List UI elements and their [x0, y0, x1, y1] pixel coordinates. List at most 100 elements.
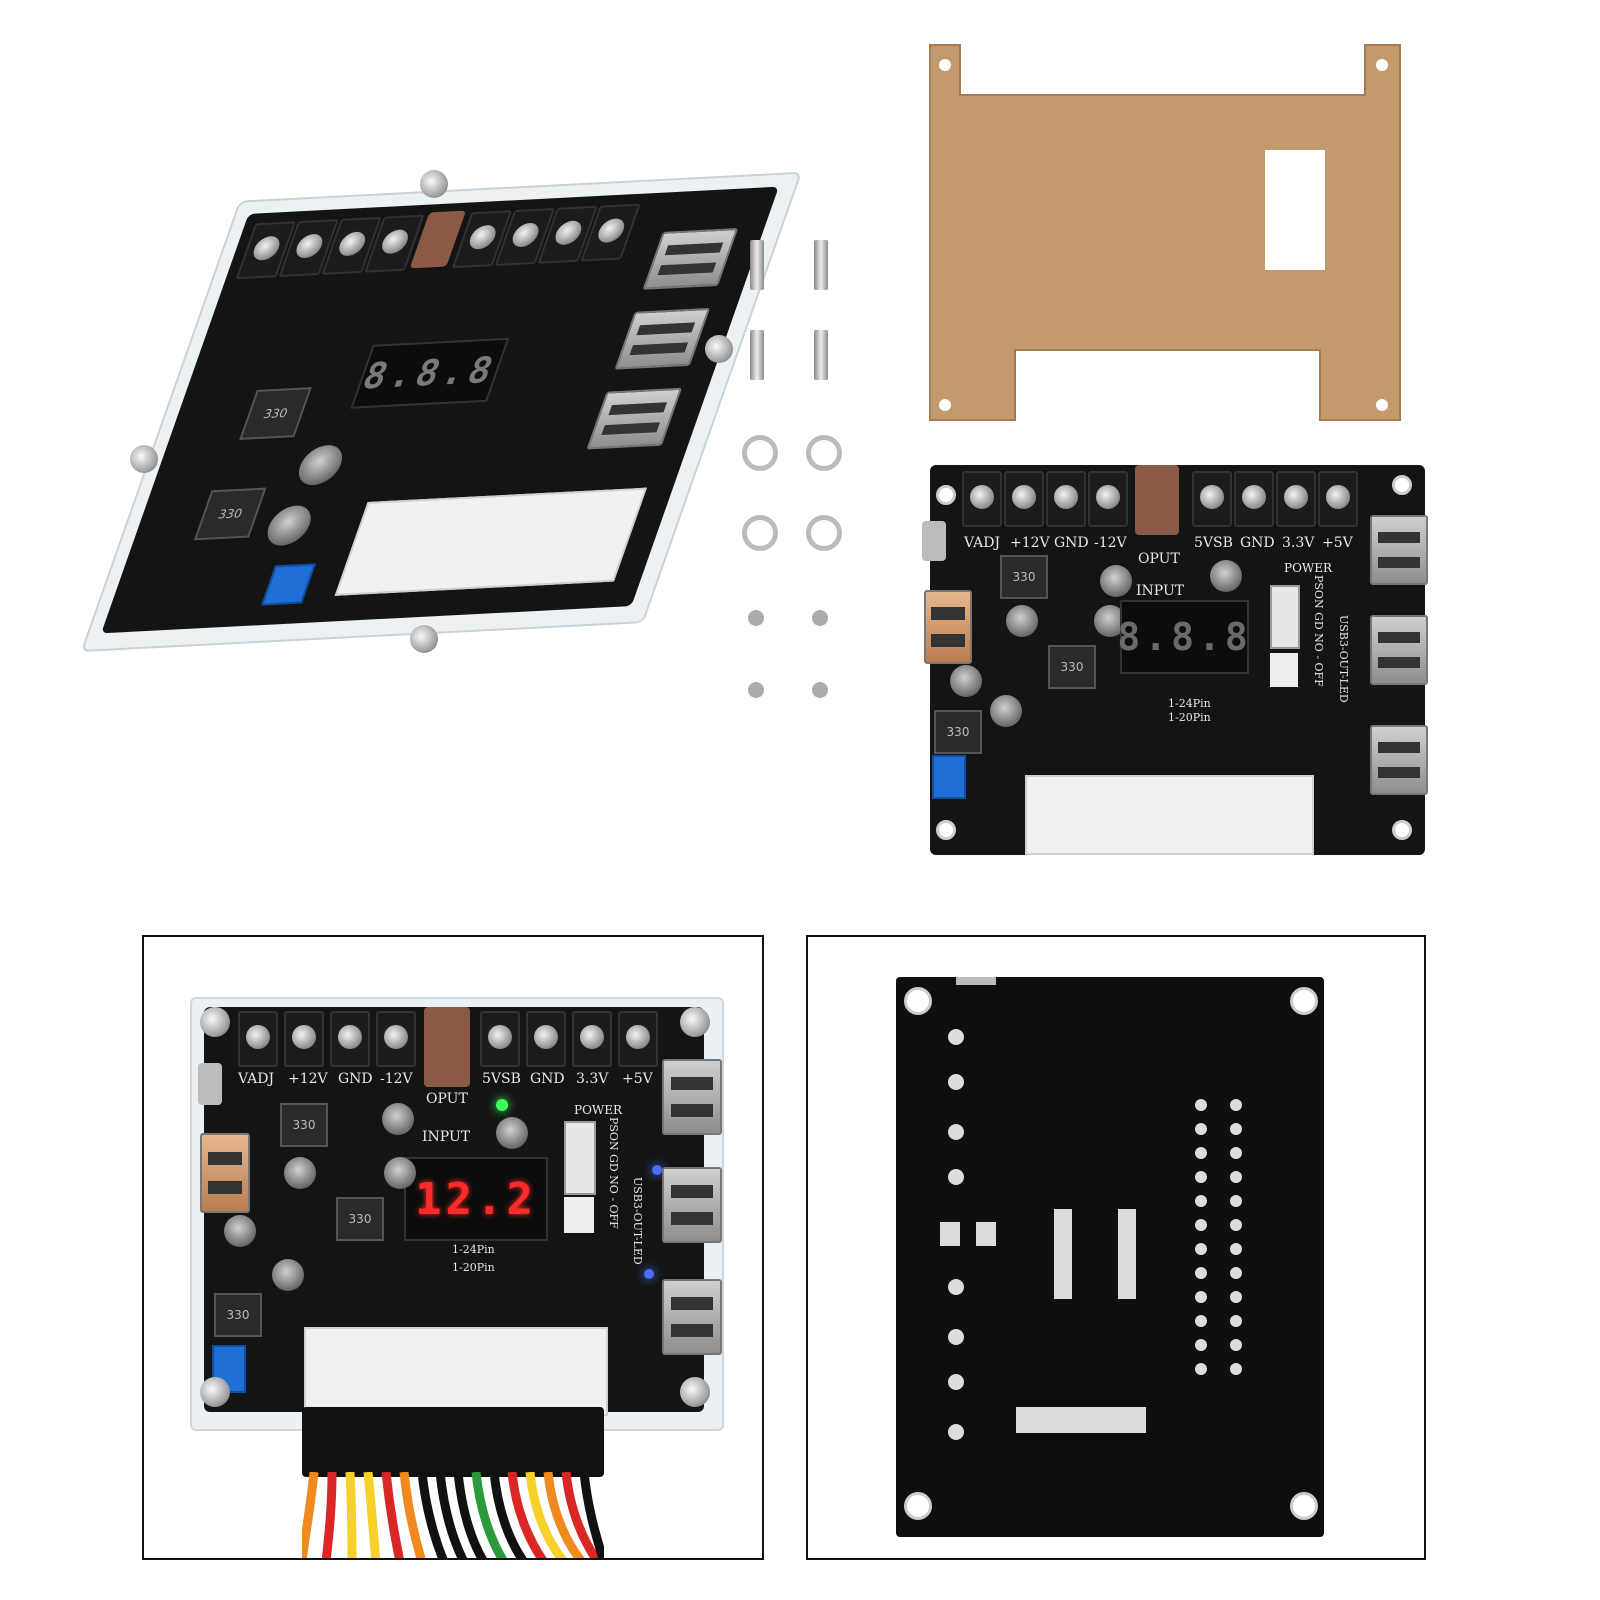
powered-board-frame: VADJ +12V GND -12V OPUT INPUT 5VSB GND 3… [142, 935, 764, 1560]
usb-c-port [922, 521, 946, 561]
usb-c-tab [956, 977, 996, 985]
angled-board-photo: 8.8.8 330 330 [80, 160, 803, 720]
label-3v3: 3.3V [1282, 535, 1315, 551]
capacitor [990, 695, 1022, 727]
label-5vsb: 5VSB [1194, 535, 1233, 551]
acrylic-cover-plate [929, 44, 1401, 421]
pad-strip [976, 1222, 996, 1246]
label-minus-12v: -12V [1094, 535, 1127, 551]
terminal [1276, 471, 1316, 527]
atx-cable-wires [302, 1472, 604, 1558]
label-switch: PSON GD NO - OFF [1312, 575, 1325, 687]
angled-board: 8.8.8 330 330 [80, 171, 803, 653]
wire [471, 1472, 507, 1558]
terminal [1004, 471, 1044, 527]
pad [1195, 1171, 1207, 1183]
standoff [814, 240, 828, 290]
corner-screw [200, 1007, 230, 1037]
usb-port [662, 1059, 722, 1135]
inductor: 330 [934, 710, 982, 754]
capacitor [261, 504, 317, 547]
status-led-blue [652, 1165, 662, 1175]
hardware-kit [740, 230, 850, 730]
potentiometer [932, 755, 966, 799]
usb-port [614, 307, 711, 370]
status-led-green [496, 1099, 508, 1111]
voltage-display: 12.2 [404, 1157, 548, 1241]
status-led-blue [644, 1269, 654, 1279]
label-usb-led: USB3-OUT-LED [1337, 615, 1350, 703]
pad-strip [1016, 1407, 1146, 1433]
pcb-back [896, 977, 1324, 1537]
pad [1230, 1147, 1242, 1159]
atx-plug [302, 1407, 604, 1477]
terminal [1088, 471, 1128, 527]
label-power: POWER [574, 1103, 623, 1117]
solder-pads [940, 977, 1242, 1440]
power-switch[interactable] [564, 1121, 596, 1195]
label-gnd: GND [338, 1071, 373, 1087]
corner-screw [680, 1377, 710, 1407]
usb-a-port-orange [924, 590, 972, 664]
label-gnd-2: GND [530, 1071, 565, 1087]
usb-port [642, 227, 739, 290]
pad [948, 1029, 964, 1045]
pad [1195, 1195, 1207, 1207]
usb-port [1370, 615, 1428, 685]
screw [812, 682, 828, 698]
pad-strip [1118, 1209, 1136, 1299]
label-5v: +5V [622, 1071, 653, 1087]
inductor-label: 330 [946, 725, 970, 739]
screw [812, 610, 828, 626]
label-20pin: 1-20Pin [452, 1261, 495, 1274]
label-minus-12v: -12V [380, 1071, 413, 1087]
pad [1230, 1219, 1242, 1231]
atx-connector [1025, 775, 1314, 855]
label-12v: +12V [288, 1071, 328, 1087]
corner-screw [705, 335, 733, 363]
wire [302, 1472, 319, 1558]
wire [543, 1472, 585, 1558]
pad [948, 1169, 964, 1185]
inductor: 330 [239, 387, 312, 440]
capacitor [224, 1215, 256, 1247]
terminal [376, 1011, 416, 1067]
plate-window [1265, 150, 1325, 270]
label-power: POWER [1284, 561, 1333, 575]
inductor: 330 [336, 1197, 384, 1241]
inductor-cover [424, 1007, 470, 1087]
label-switch: PSON GD NO - OFF [607, 1117, 620, 1229]
inductor-label: 330 [1012, 570, 1036, 584]
plate-hole [939, 59, 951, 71]
mounting-hole [1290, 1492, 1318, 1520]
corner-screw [420, 170, 448, 198]
power-switch[interactable] [1270, 585, 1300, 649]
wire [489, 1472, 527, 1558]
pad [1195, 1147, 1207, 1159]
capacitor [384, 1157, 416, 1189]
inductor-label: 330 [216, 506, 245, 522]
corner-screw [130, 445, 158, 473]
terminal [238, 1011, 278, 1067]
terminal [618, 1011, 658, 1067]
screw [748, 682, 764, 698]
label-24pin: 1-24Pin [452, 1243, 495, 1256]
capacitor [293, 444, 348, 487]
label-oput: OPUT [426, 1091, 468, 1107]
wire [381, 1472, 404, 1558]
capacitor [1100, 565, 1132, 597]
terminal [330, 1011, 370, 1067]
top-view-board: VADJ +12V GND -12V OPUT INPUT 5VSB GND 3… [922, 465, 1428, 855]
usb-c-port [198, 1063, 222, 1105]
label-gnd-2: GND [1240, 535, 1275, 551]
voltage-display: 8.8.8 [350, 337, 510, 409]
usb-port [1370, 725, 1428, 795]
wire [399, 1472, 426, 1558]
mounting-hole [936, 820, 956, 840]
pad [948, 1279, 964, 1295]
display-value: 8.8.8 [357, 349, 503, 398]
capacitor [1210, 560, 1242, 592]
back-side-frame [806, 935, 1426, 1560]
inductor: 330 [214, 1293, 262, 1337]
pad [1230, 1291, 1242, 1303]
